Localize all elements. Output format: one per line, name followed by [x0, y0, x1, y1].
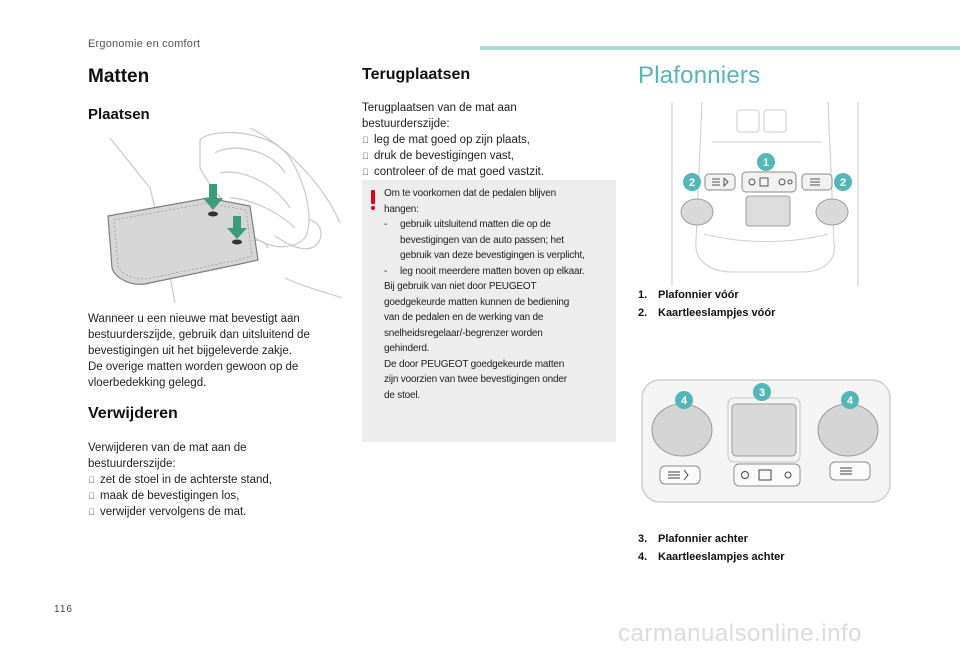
svg-text:4: 4 [847, 395, 854, 407]
warning-line: zijn voorzien van twee bevestigingen ond… [384, 374, 567, 385]
svg-text:2: 2 [689, 177, 695, 189]
list-item: zet de stoel in de achterste stand, [88, 472, 272, 488]
watermark: carmanualsonline.info [618, 620, 862, 647]
column-terugplaatsen: Terugplaatsen Terugplaatsen van de mat a… [362, 66, 616, 180]
svg-text:1: 1 [763, 157, 769, 169]
page-number: 116 [54, 604, 73, 615]
verwijderen-list: zet de stoel in de achterste stand, maak… [88, 472, 338, 520]
heading-terugplaatsen: Terugplaatsen [362, 66, 471, 83]
plaatsen-line-3: bevestigingen uit het bijgeleverde zakje… [88, 345, 292, 357]
warning-box: Om te voorkomen dat de pedalen blijven h… [362, 180, 616, 442]
verwijderen-intro-2: bestuurderszijde: [88, 458, 176, 470]
caption-item: 2.Kaartleeslampjes vóór [638, 307, 776, 319]
warning-line: De door PEUGEOT goedgekeurde matten [384, 358, 565, 370]
warning-line: van de pedalen en de werking van de [384, 312, 544, 323]
callout-4-right: 4 [841, 391, 859, 409]
list-item: leg de mat goed op zijn plaats, [362, 132, 530, 148]
callout-2-left: 2 [683, 173, 701, 191]
warning-line: Om te voorkomen dat de pedalen blijven [384, 188, 556, 199]
warning-dash-item: - gebruik uitsluitend matten die op de b… [384, 219, 585, 261]
caption-item: 4.Kaartleeslampjes achter [638, 551, 785, 563]
warning-dash-item: - leg nooit meerdere matten boven op elk… [384, 265, 585, 277]
warning-text: Om te voorkomen dat de pedalen blijven h… [384, 186, 612, 403]
list-item: verwijder vervolgens de mat. [88, 504, 247, 520]
warning-line: hangen: [384, 203, 419, 215]
warning-exclamation-icon [370, 190, 376, 210]
heading-plafonniers: Plafonniers [638, 62, 761, 89]
terugplaatsen-intro-1: Terugplaatsen van de mat aan [362, 102, 517, 114]
svg-text:4: 4 [681, 395, 688, 407]
section-header: Ergonomie en comfort [88, 38, 201, 50]
caption-item: 3.Plafonnier achter [638, 533, 748, 545]
warning-line: goedgekeurde matten kunnen de bediening [384, 296, 570, 308]
callout-1: 1 [757, 153, 775, 171]
terugplaatsen-list: leg de mat goed op zijn plaats, druk de … [362, 132, 616, 180]
callout-4-left: 4 [675, 391, 693, 409]
column-matten: Matten Plaatsen [88, 66, 338, 123]
fixing-clip-2 [227, 216, 247, 245]
terugplaatsen-intro-2: bestuurderszijde: [362, 118, 450, 130]
plaatsen-line-2: bestuurderszijde, gebruik dan uitsluiten… [88, 329, 310, 341]
front-captions: 1.Plafonnier vóór 2.Kaartleeslampjes vóó… [638, 286, 775, 322]
mat-illustration [107, 128, 342, 304]
list-item: druk de bevestigingen vast, [362, 148, 515, 164]
fixing-clip-1 [203, 184, 223, 217]
list-item: controleer of de mat goed vastzit. [362, 164, 545, 180]
plaatsen-line-4: De overige matten worden gewoon op de [88, 361, 299, 373]
plaatsen-text: Wanneer u een nieuwe mat bevestigt aan b… [88, 311, 338, 391]
column-plafonniers: Plafonniers [638, 62, 898, 90]
list-item: maak de bevestigingen los, [88, 488, 240, 504]
heading-verwijderen: Verwijderen [88, 405, 178, 422]
front-ceiling-illustration: 1 2 2 [671, 102, 859, 286]
svg-text:3: 3 [759, 387, 765, 399]
verwijderen-section: Verwijderen Verwijderen van de mat aan d… [88, 405, 338, 520]
callout-2-right: 2 [834, 173, 852, 191]
warning-line: de stoel. [384, 389, 421, 401]
heading-plaatsen: Plaatsen [88, 106, 150, 123]
warning-line: Bij gebruik van niet door PEUGEOT [384, 281, 537, 292]
plaatsen-line-5: vloerbedekking gelegd. [88, 377, 207, 389]
caption-item: 1.Plafonnier vóór [638, 289, 739, 301]
verwijderen-intro-1: Verwijderen van de mat aan de [88, 442, 247, 454]
rear-captions: 3.Plafonnier achter 4.Kaartleeslampjes a… [638, 530, 785, 566]
warning-line: gehinderd. [384, 343, 430, 354]
warning-line: snelheidsregelaar/-begrenzer worden [384, 327, 543, 339]
plaatsen-line-1: Wanneer u een nieuwe mat bevestigt aan [88, 313, 300, 325]
callout-3: 3 [753, 383, 771, 401]
header-rule [480, 46, 960, 50]
svg-text:2: 2 [840, 177, 846, 189]
rear-ceiling-illustration: 3 4 4 [641, 379, 891, 503]
title-matten: Matten [88, 66, 150, 87]
